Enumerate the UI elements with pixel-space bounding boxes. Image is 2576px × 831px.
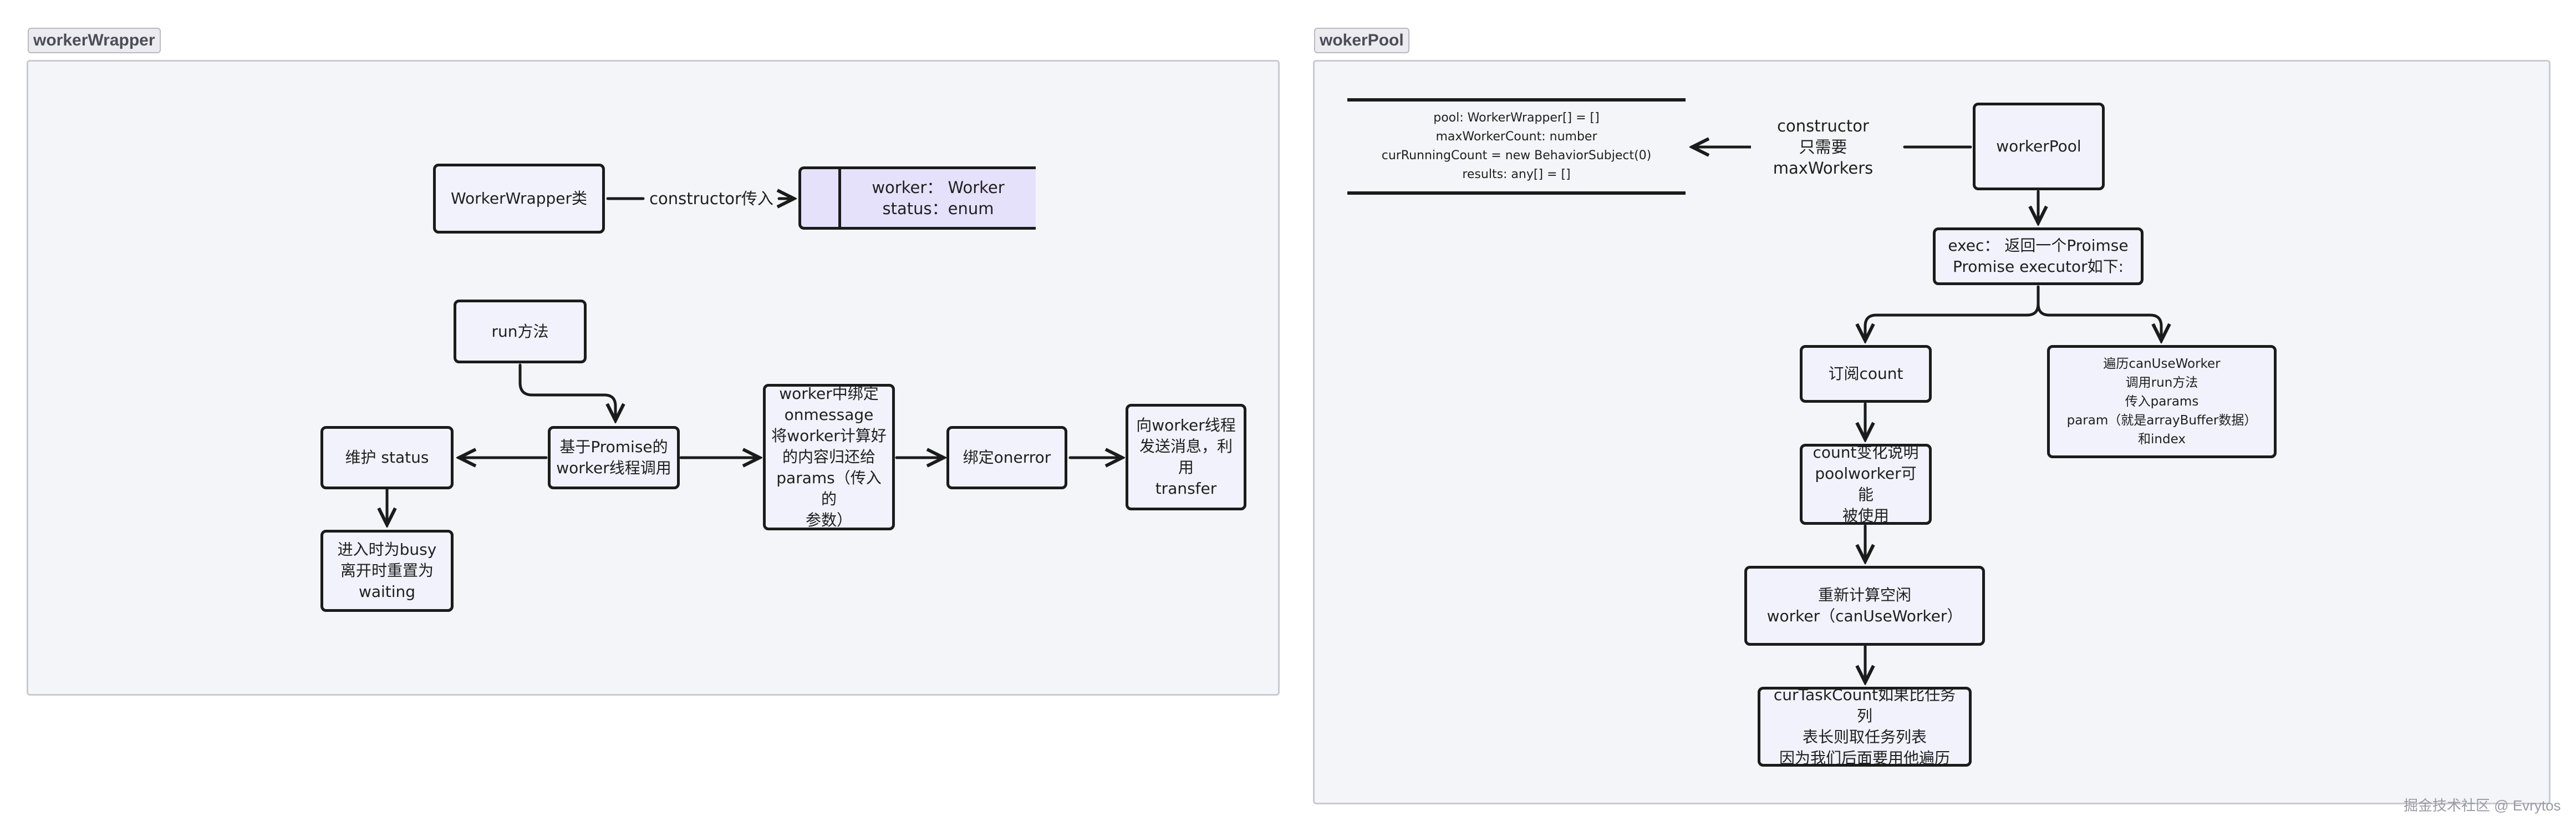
promise-worker-call-node: 基于Promise的 worker线程调用	[548, 426, 680, 489]
send-message-node: 向worker线程 发送消息，利用 transfer	[1126, 404, 1246, 510]
frame-title-worker-wrapper: workerWrapper	[28, 28, 161, 53]
arrow-exec-to-subscribe	[1865, 285, 2040, 341]
recalculate-idle-node: 重新计算空闲 worker（canUseWorker）	[1744, 566, 1985, 646]
worker-pool-node: workerPool	[1973, 103, 2105, 190]
run-method-node: run方法	[454, 300, 587, 363]
arrow-run-to-promise	[518, 363, 615, 420]
onerror-node: 绑定onerror	[946, 426, 1067, 489]
arrow-exec-to-traverse	[2037, 285, 2161, 341]
traverse-workers-node: 遍历canUseWorker 调用run方法 传入params param（就是…	[2047, 345, 2277, 458]
class-fields-divider	[838, 166, 841, 230]
subscribe-count-node: 订阅count	[1800, 345, 1932, 403]
count-change-node: count变化说明 poolworker可能 被使用	[1800, 444, 1932, 525]
worker-pool-frame	[1313, 60, 2550, 804]
pool-properties-store: pool: WorkerWrapper[] = [] maxWorkerCoun…	[1347, 98, 1686, 195]
class-fields-box	[798, 166, 1036, 230]
busy-waiting-node: 进入时为busy 离开时重置为 waiting	[320, 530, 454, 612]
task-count-node: curTaskCount如果比任务列 表长则取任务列表 因为我们后面要用他遍历	[1758, 687, 1972, 767]
exec-node: exec： 返回一个Proimse Promise executor如下:	[1933, 227, 2144, 285]
frame-title-worker-pool: wokerPool	[1314, 28, 1409, 53]
worker-wrapper-frame	[27, 60, 1280, 696]
onmessage-node: worker中绑定 onmessage 将worker计算好 的内容归还给 pa…	[763, 384, 895, 530]
worker-wrapper-class-node: WorkerWrapper类	[433, 164, 605, 234]
maintain-status-node: 维护 status	[320, 426, 454, 489]
class-fields-text: worker： Worker status：enum	[872, 178, 1005, 218]
watermark-text: 掘金技术社区 @ Evrytos	[2404, 797, 2561, 814]
constructor-label: constructor传入	[646, 186, 776, 211]
pool-constructor-label: constructor 只需要 maxWorkers	[1751, 116, 1895, 178]
